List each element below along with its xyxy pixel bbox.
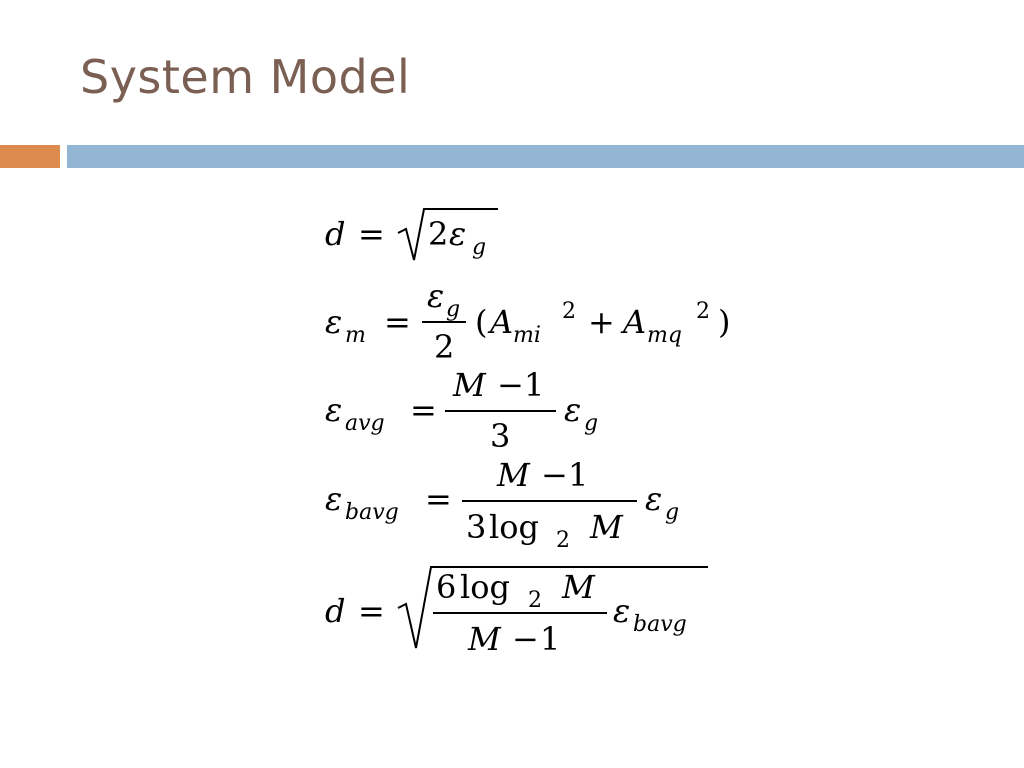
- eq3-equals: =: [410, 391, 437, 429]
- equations-block: d = 2 ε g ε m = ε g 2 ( A mi 2 +: [300, 180, 760, 670]
- eq5-den-minus: −: [512, 620, 539, 658]
- eq3-num-one: 1: [524, 366, 544, 404]
- eq5-num-base: 2: [528, 588, 542, 613]
- eq3-den: 3: [490, 417, 510, 455]
- eq1-d: d: [325, 215, 345, 253]
- eq2-lhs-sub: m: [345, 323, 366, 348]
- eq2-close-paren: ): [718, 303, 730, 341]
- eq5-equals: =: [358, 592, 385, 630]
- eq2-equals: =: [384, 303, 411, 341]
- eq2-den: 2: [434, 328, 454, 366]
- eq5-epsilon: ε: [613, 592, 630, 630]
- eq5-rhs-sub: bavg: [633, 612, 687, 637]
- eq2-A1-sub: mi: [513, 323, 541, 348]
- eq2-sup1: 2: [562, 299, 576, 324]
- eq5-d: d: [325, 592, 345, 630]
- eq2-A2: A: [620, 303, 646, 341]
- equation-5: d = 6 log 2 M M − 1 ε bavg: [325, 566, 708, 658]
- accent-bar-blue: [67, 145, 1024, 168]
- equation-3: ε avg = M − 1 3 ε g: [325, 366, 598, 455]
- eq3-rhs-epsilon: ε: [564, 391, 581, 429]
- eq2-num-epsilon: ε: [427, 277, 444, 315]
- eq4-rhs-epsilon: ε: [645, 480, 662, 518]
- eq2-num-sub: g: [446, 297, 460, 322]
- eq4-den-log: log: [489, 508, 539, 546]
- eq5-num-log: log: [460, 568, 510, 606]
- eq4-num-M: M: [496, 456, 531, 494]
- eq5-num-M: M: [561, 568, 596, 606]
- eq1-equals: =: [358, 215, 385, 253]
- equation-4: ε bavg = M − 1 3 log 2 M ε g: [325, 456, 679, 553]
- eq1-epsilon: ε: [449, 215, 466, 253]
- eq4-rhs-sub: g: [665, 500, 679, 525]
- eq4-num-one: 1: [568, 456, 588, 494]
- eq1-coef: 2: [428, 215, 448, 253]
- eq2-sup2: 2: [696, 299, 710, 324]
- eq4-den-base: 2: [556, 528, 570, 553]
- eq4-lhs-sub: bavg: [345, 500, 399, 525]
- eq5-den-M: M: [467, 620, 502, 658]
- eq3-rhs-sub: g: [584, 411, 598, 436]
- eq3-lhs-sub: avg: [345, 411, 385, 436]
- eq4-epsilon: ε: [325, 480, 342, 518]
- eq2-open-paren: (: [475, 303, 487, 341]
- eq4-num-minus: −: [541, 456, 568, 494]
- slide-title: System Model: [80, 50, 411, 104]
- eq5-den-one: 1: [540, 620, 560, 658]
- eq4-den-coef: 3: [466, 508, 486, 546]
- eq4-equals: =: [425, 480, 452, 518]
- eq1-sub: g: [472, 235, 486, 260]
- eq5-num-coef: 6: [436, 568, 456, 606]
- eq2-A1: A: [487, 303, 513, 341]
- eq2-epsilon: ε: [325, 303, 342, 341]
- equation-1: d = 2 ε g: [325, 208, 498, 261]
- equation-2: ε m = ε g 2 ( A mi 2 + A mq 2 ): [325, 277, 730, 366]
- eq1-sqrt-sign: [397, 208, 498, 261]
- eq3-num-minus: −: [497, 366, 524, 404]
- eq2-A2-sub: mq: [647, 323, 682, 348]
- eq5-sqrt-sign: [397, 566, 708, 649]
- eq2-plus: +: [588, 303, 615, 341]
- eq4-den-M: M: [589, 508, 624, 546]
- equations-svg: d = 2 ε g ε m = ε g 2 ( A mi 2 +: [325, 208, 730, 658]
- eq3-num-M: M: [452, 366, 487, 404]
- accent-bar-orange: [0, 145, 60, 168]
- eq3-epsilon: ε: [325, 391, 342, 429]
